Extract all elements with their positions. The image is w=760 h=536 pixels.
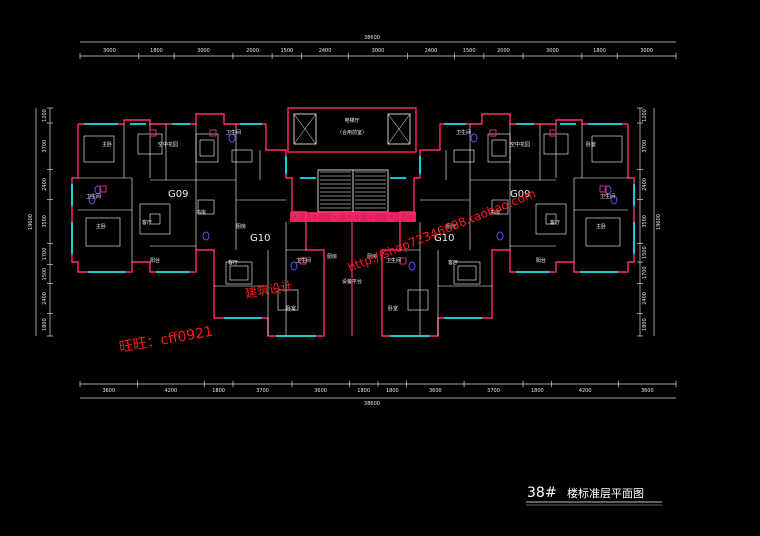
bottom-dim-7: 3600 (429, 388, 442, 394)
top-dim-6: 3000 (372, 48, 385, 54)
room-label-balcony-l: 阳台 (150, 257, 160, 264)
top-dim-4: 1500 (280, 48, 293, 54)
elevator-left (293, 113, 317, 145)
unit-label-g10-left: G10 (250, 233, 270, 244)
right-dim-0: 1200 (642, 109, 648, 122)
elevator-hall-note: （合用前室） (337, 129, 367, 136)
top-dim-5: 2400 (319, 48, 332, 54)
bottom-dim-0: 3600 (102, 388, 115, 394)
kitchen-label-center-right: 厨房 (367, 253, 377, 260)
bottom-dim-6: 1800 (386, 388, 399, 394)
room-label-bed2-r: 卧室 (388, 305, 398, 312)
bottom-dim-8: 3700 (487, 388, 500, 394)
room-label-bath2-l: 卫生间 (86, 193, 101, 200)
room-label-kitchen-r: 厨房 (446, 223, 456, 230)
top-dim-7: 2400 (425, 48, 438, 54)
room-label-living2-l: 客厅 (228, 259, 238, 266)
room-label-bath3-r: 卫生间 (386, 257, 401, 264)
right-dim-3: 3500 (642, 215, 648, 228)
room-label-bath-l: 卫生间 (226, 129, 241, 136)
right-dim-1: 3700 (642, 140, 648, 153)
room-label-living-l: 客厅 (142, 219, 152, 226)
right-dim-4: 1500 (642, 246, 648, 259)
elevator-right (387, 113, 411, 145)
right-total-dimension: 19600 (656, 214, 662, 230)
drawing-title-block: 38# 楼标准层平面图 (526, 485, 662, 506)
bottom-dim-3: 3700 (256, 388, 269, 394)
left-dim-2: 2400 (42, 178, 48, 191)
top-dim-3: 2000 (246, 48, 259, 54)
top-dim-0: 3000 (103, 48, 116, 54)
right-dim-2: 2400 (642, 178, 648, 191)
utility-label: 设备平台 (342, 278, 362, 285)
room-label-bed-l: 主卧 (96, 223, 106, 230)
top-dim-11: 1800 (593, 48, 606, 54)
left-dim-4: 1700 (42, 248, 48, 261)
core-lobby-band (290, 212, 416, 222)
room-label-balcony-r: 阳台 (536, 257, 546, 264)
room-label-kitchen-l: 厨房 (236, 223, 246, 230)
windows (71, 123, 635, 337)
interior-partitions (78, 124, 628, 336)
left-dim-0: 1200 (42, 109, 48, 122)
room-label-bath2-r: 卫生间 (600, 193, 615, 200)
left-dim-3: 3500 (42, 215, 48, 228)
bottom-dimension-chain: 38600 3600 4200 1800 3700 3600 1800 1800 3600 37… (79, 381, 677, 407)
elevator-hall-label: 电梯厅 (344, 117, 359, 124)
room-label-bed-r: 主卧 (596, 223, 606, 230)
core-outline (287, 107, 417, 153)
top-dim-12: 3000 (640, 48, 653, 54)
unit-label-g09-right: G09 (510, 189, 530, 200)
right-dim-6: 2400 (642, 292, 648, 305)
top-dim-8: 1500 (463, 48, 476, 54)
top-dimension-chain: 38600 3000 1800 3000 2000 1500 2400 3000 2400 15… (79, 35, 677, 59)
top-dim-2: 3000 (197, 48, 210, 54)
kitchen-label-center-left: 厨房 (327, 253, 337, 260)
top-dim-10: 3000 (546, 48, 559, 54)
right-dim-5: 1700 (642, 266, 648, 279)
room-label-bath3-l: 卫生间 (296, 257, 311, 264)
right-dim-7: 1800 (642, 318, 648, 331)
drawing-title-number: 38# (527, 485, 557, 501)
bottom-total-dimension: 38600 (364, 401, 380, 407)
room-labels: 主卧 空中花园 卫生间 卫生间 主卧 客厅 书房 厨房 阳台 客厅 卫生间 卧室… (86, 129, 615, 312)
left-dimension-chain: 19600 1200 3700 2400 3500 1700 1500 2400 1800 (28, 107, 53, 337)
room-label-master-bed-l: 主卧 (102, 141, 112, 148)
bottom-dim-5: 1800 (357, 388, 370, 394)
room-label-bath-r: 卫生间 (456, 129, 471, 136)
room-label-bed2-l: 卧室 (286, 305, 296, 312)
top-total-dimension: 38600 (364, 35, 380, 41)
bottom-dim-11: 3600 (641, 388, 654, 394)
stair-steps (320, 170, 386, 212)
bottom-dim-9: 1800 (531, 388, 544, 394)
bottom-dim-2: 1800 (212, 388, 225, 394)
bottom-dim-4: 3600 (314, 388, 327, 394)
room-label-garden-l: 空中花园 (158, 141, 178, 148)
unit-labels: G09 G10 G10 G09 (168, 189, 530, 244)
room-label-living-r: 客厅 (550, 219, 560, 226)
left-dim-6: 2400 (42, 292, 48, 305)
right-dimension-chain: 19600 1200 3700 2400 3500 1500 1700 2400 1800 (637, 107, 662, 337)
room-label-garden-r: 空中花园 (510, 141, 530, 148)
top-dim-9: 2000 (497, 48, 510, 54)
room-label-study-r: 书房 (490, 209, 500, 216)
top-dim-1: 1800 (150, 48, 163, 54)
left-total-dimension: 19600 (28, 214, 34, 230)
unit-label-g09-left: G09 (168, 189, 188, 200)
bottom-dim-10: 4200 (579, 388, 592, 394)
room-label-master-bed-r: 卧室 (586, 141, 596, 148)
unit-label-g10-right: G10 (434, 233, 454, 244)
left-dim-7: 1800 (42, 318, 48, 331)
left-dim-5: 1500 (42, 268, 48, 281)
room-label-study-l: 书房 (196, 209, 206, 216)
left-dim-1: 3700 (42, 140, 48, 153)
furniture (83, 129, 623, 311)
bottom-dim-1: 4200 (164, 388, 177, 394)
room-label-living2-r: 客厅 (448, 259, 458, 266)
drawing-title-text: 楼标准层平面图 (567, 486, 644, 500)
